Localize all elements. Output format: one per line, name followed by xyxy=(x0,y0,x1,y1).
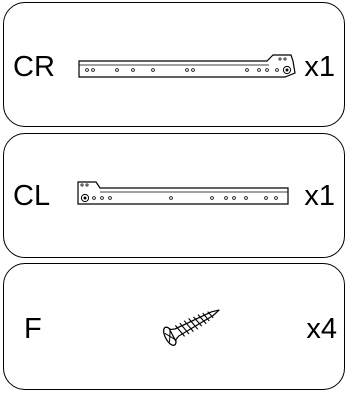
part-quantity: x1 xyxy=(304,180,335,212)
part-code: CR xyxy=(13,51,55,83)
part-panel-cl: CL x1 xyxy=(3,133,345,258)
part-panel-cr: CR x1 xyxy=(3,2,345,127)
part-panel-f: F x4 xyxy=(3,263,345,390)
part-code: CL xyxy=(13,180,51,212)
left-drawer-rail-icon xyxy=(77,181,289,205)
screw-icon xyxy=(163,309,220,346)
part-quantity: x1 xyxy=(304,51,335,83)
part-quantity: x4 xyxy=(306,313,337,345)
right-drawer-rail-icon xyxy=(78,54,296,78)
part-code: F xyxy=(24,313,42,345)
